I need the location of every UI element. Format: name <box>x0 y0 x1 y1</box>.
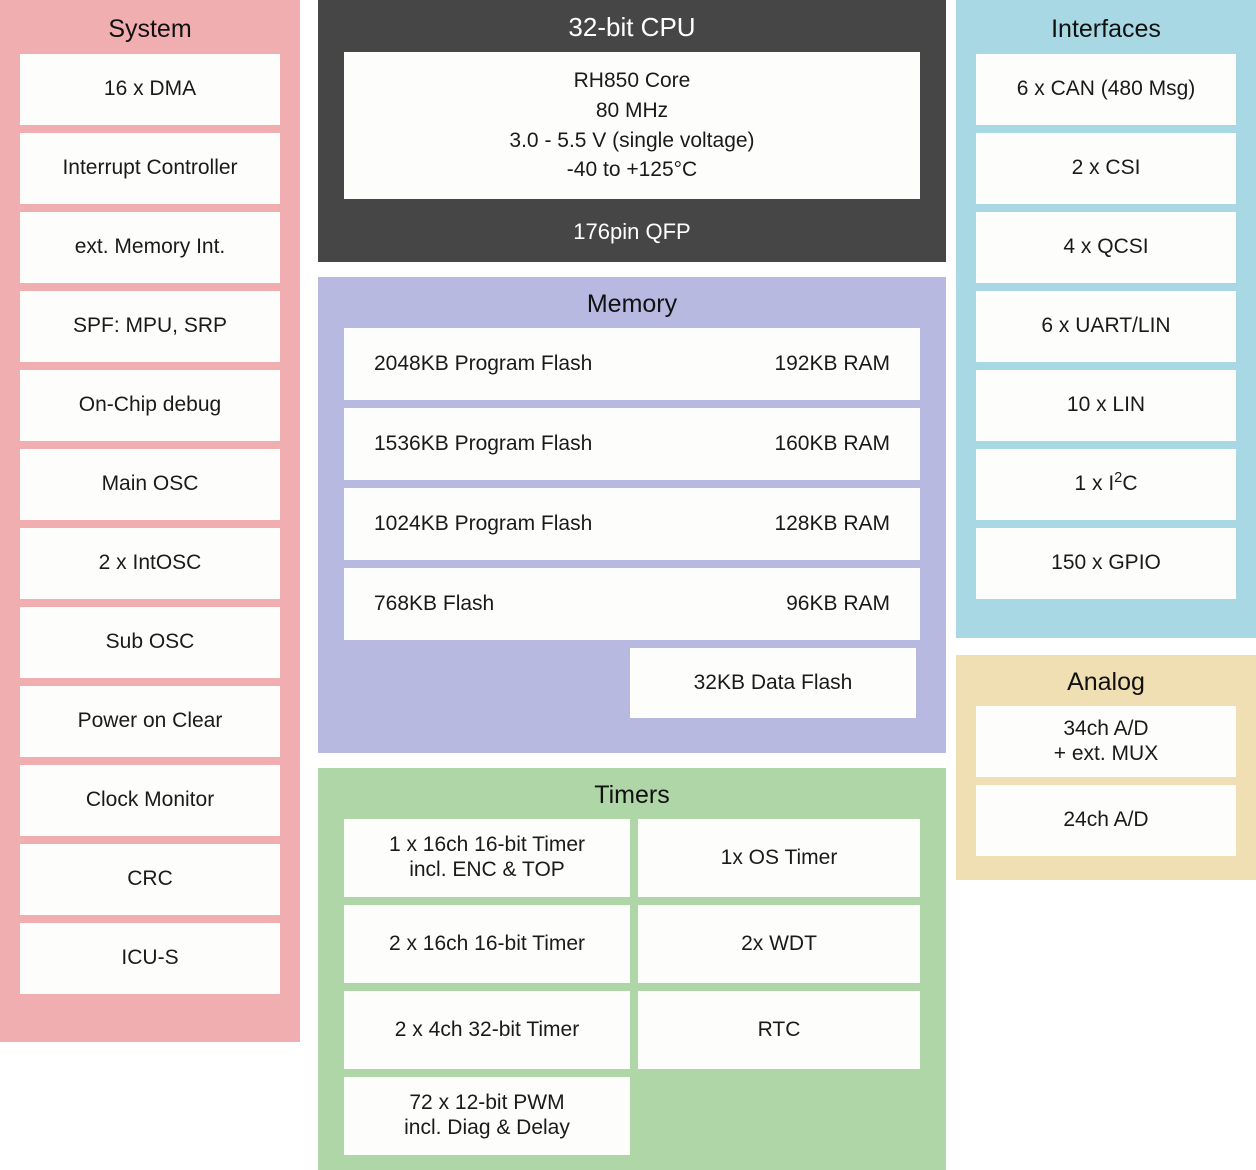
interface-item-qcsi[interactable]: 4 x QCSI <box>976 212 1236 283</box>
timer-item-2x-4ch-32bit[interactable]: 2 x 4ch 32-bit Timer <box>344 991 630 1069</box>
interface-item-gpio[interactable]: 150 x GPIO <box>976 528 1236 599</box>
system-item-spf-mpu-srp[interactable]: SPF: MPU, SRP <box>20 291 280 362</box>
cpu-core-line-name: RH850 Core <box>573 68 691 92</box>
memory-flash-label: 1024KB Program Flash <box>374 512 593 535</box>
system-item-dma[interactable]: 16 x DMA <box>20 54 280 125</box>
memory-ram-label: 128KB RAM <box>774 512 890 535</box>
system-item-intosc[interactable]: 2 x IntOSC <box>20 528 280 599</box>
i2c-suffix: C <box>1122 472 1138 496</box>
memory-ram-label: 160KB RAM <box>774 432 890 455</box>
interface-item-csi[interactable]: 2 x CSI <box>976 133 1236 204</box>
analog-item-34ch-ad[interactable]: 34ch A/D + ext. MUX <box>976 706 1236 777</box>
timer-line1: 72 x 12-bit PWM <box>409 1091 565 1115</box>
memory-row[interactable]: 2048KB Program Flash 192KB RAM <box>344 328 920 400</box>
cpu-package-label: 176pin QFP <box>573 219 691 244</box>
memory-flash-label: 1536KB Program Flash <box>374 432 593 455</box>
cpu-core-line-frequency: 80 MHz <box>595 98 669 122</box>
interfaces-title: Interfaces <box>1051 15 1161 43</box>
system-panel: System 16 x DMA Interrupt Controller ext… <box>0 0 300 1042</box>
interface-item-lin[interactable]: 10 x LIN <box>976 370 1236 441</box>
cpu-panel: 32-bit CPU RH850 Core 80 MHz 3.0 - 5.5 V… <box>318 0 946 262</box>
interface-item-uart-lin[interactable]: 6 x UART/LIN <box>976 291 1236 362</box>
timer-item-rtc[interactable]: RTC <box>638 991 920 1069</box>
cpu-core-line-temperature: -40 to +125°C <box>566 158 698 182</box>
timers-panel: Timers 1 x 16ch 16-bit Timer incl. ENC &… <box>318 768 946 1170</box>
system-title: System <box>108 15 192 43</box>
timer-line1: 1 x 16ch 16-bit Timer <box>388 833 586 857</box>
timer-item-os-timer[interactable]: 1x OS Timer <box>638 819 920 897</box>
memory-ram-label: 96KB RAM <box>786 592 890 615</box>
memory-title: Memory <box>586 290 678 318</box>
system-item-power-on-clear[interactable]: Power on Clear <box>20 686 280 757</box>
analog-title: Analog <box>1067 668 1145 696</box>
timer-item-2x-16ch-16bit[interactable]: 2 x 16ch 16-bit Timer <box>344 905 630 983</box>
system-item-crc[interactable]: CRC <box>20 844 280 915</box>
memory-flash-label: 768KB Flash <box>374 592 495 615</box>
cpu-core-box[interactable]: RH850 Core 80 MHz 3.0 - 5.5 V (single vo… <box>344 52 920 199</box>
timer-item-pwm-diag-delay[interactable]: 72 x 12-bit PWM incl. Diag & Delay <box>344 1077 630 1155</box>
timer-line2: incl. Diag & Delay <box>404 1116 570 1139</box>
analog-line1: 34ch A/D <box>1063 716 1149 740</box>
system-item-clock-monitor[interactable]: Clock Monitor <box>20 765 280 836</box>
analog-line2: + ext. MUX <box>1053 741 1159 765</box>
analog-item-24ch-ad[interactable]: 24ch A/D <box>976 785 1236 856</box>
timer-item-16ch-16bit-enc-top[interactable]: 1 x 16ch 16-bit Timer incl. ENC & TOP <box>344 819 630 897</box>
memory-flash-label: 2048KB Program Flash <box>374 352 593 375</box>
interface-item-can[interactable]: 6 x CAN (480 Msg) <box>976 54 1236 125</box>
memory-row[interactable]: 1024KB Program Flash 128KB RAM <box>344 488 920 560</box>
cpu-title: 32-bit CPU <box>568 12 696 42</box>
timers-title: Timers <box>594 781 670 809</box>
memory-ram-label: 192KB RAM <box>774 352 890 375</box>
memory-panel: Memory 2048KB Program Flash 192KB RAM 15… <box>318 277 946 753</box>
i2c-superscript: 2 <box>1114 470 1123 487</box>
system-item-icu-s[interactable]: ICU-S <box>20 923 280 994</box>
system-item-sub-osc[interactable]: Sub OSC <box>20 607 280 678</box>
system-item-on-chip-debug[interactable]: On-Chip debug <box>20 370 280 441</box>
memory-row[interactable]: 768KB Flash 96KB RAM <box>344 568 920 640</box>
system-item-ext-memory-int[interactable]: ext. Memory Int. <box>20 212 280 283</box>
interface-item-i2c[interactable]: 1 x I2C <box>976 449 1236 520</box>
timer-item-wdt[interactable]: 2x WDT <box>638 905 920 983</box>
memory-data-flash[interactable]: 32KB Data Flash <box>630 648 916 718</box>
cpu-core-line-voltage: 3.0 - 5.5 V (single voltage) <box>509 128 755 152</box>
timer-line2: incl. ENC & TOP <box>409 858 565 881</box>
i2c-prefix: 1 x I <box>1074 472 1115 496</box>
interfaces-panel: Interfaces 6 x CAN (480 Msg) 2 x CSI 4 x… <box>956 0 1256 638</box>
timers-grid: 1 x 16ch 16-bit Timer incl. ENC & TOP 1x… <box>344 819 920 1155</box>
system-item-main-osc[interactable]: Main OSC <box>20 449 280 520</box>
analog-panel: Analog 34ch A/D + ext. MUX 24ch A/D <box>956 655 1256 880</box>
memory-row[interactable]: 1536KB Program Flash 160KB RAM <box>344 408 920 480</box>
system-item-interrupt-controller[interactable]: Interrupt Controller <box>20 133 280 204</box>
